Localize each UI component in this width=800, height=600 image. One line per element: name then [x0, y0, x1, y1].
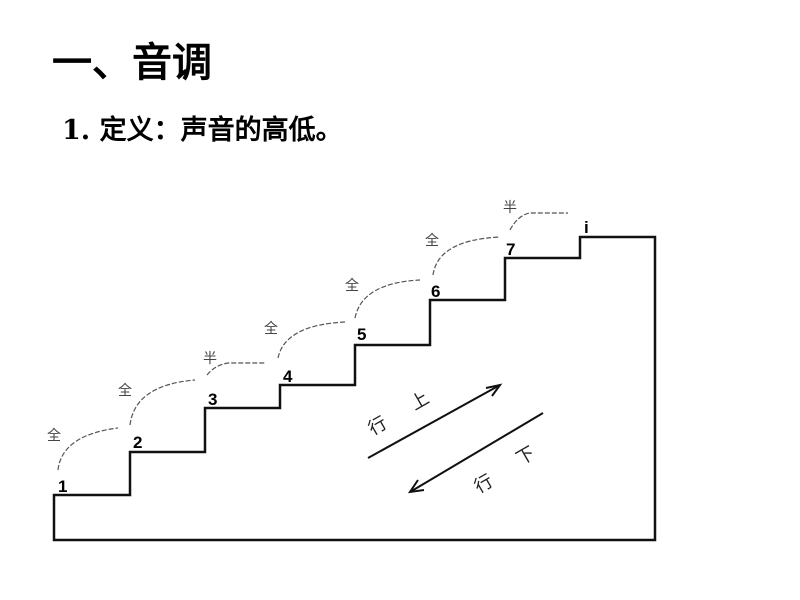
staircase-outline [52, 235, 657, 542]
interval-label: 半 [203, 351, 217, 367]
interval-label: 全 [345, 277, 359, 294]
interval-arc [509, 212, 568, 231]
note-label: 7 [506, 240, 515, 259]
ascending-label: 上 [407, 388, 433, 415]
interval-arc [206, 362, 265, 376]
interval-label: 全 [118, 382, 132, 399]
note-label: 4 [283, 367, 293, 386]
interval-arc [432, 236, 501, 276]
definition-text: 1. 定义：声音的高低。 [62, 115, 343, 146]
interval-label: 半 [503, 200, 517, 216]
interval-arc [129, 379, 196, 426]
note-label: 1 [58, 477, 67, 496]
arrowhead-up-icon [485, 383, 503, 397]
ascending-label: 行 [365, 413, 391, 440]
note-label: 5 [357, 325, 366, 344]
interval-arc [277, 321, 346, 359]
interval-arc [57, 427, 119, 471]
note-label: i [584, 218, 589, 237]
descending-label: 行 [471, 471, 497, 498]
ascending-arrow [367, 384, 501, 459]
interval-arc [354, 279, 421, 319]
descending-arrow [409, 412, 544, 493]
arrowhead-down-icon [407, 479, 425, 494]
interval-label: 全 [264, 320, 278, 337]
slide-title: 一、音调 [52, 39, 212, 86]
descending-label: 下 [513, 443, 539, 470]
note-label: 3 [208, 390, 217, 409]
note-label: 6 [431, 282, 440, 301]
note-label: 2 [133, 433, 142, 452]
interval-label: 全 [47, 427, 61, 444]
interval-label: 全 [425, 232, 439, 249]
